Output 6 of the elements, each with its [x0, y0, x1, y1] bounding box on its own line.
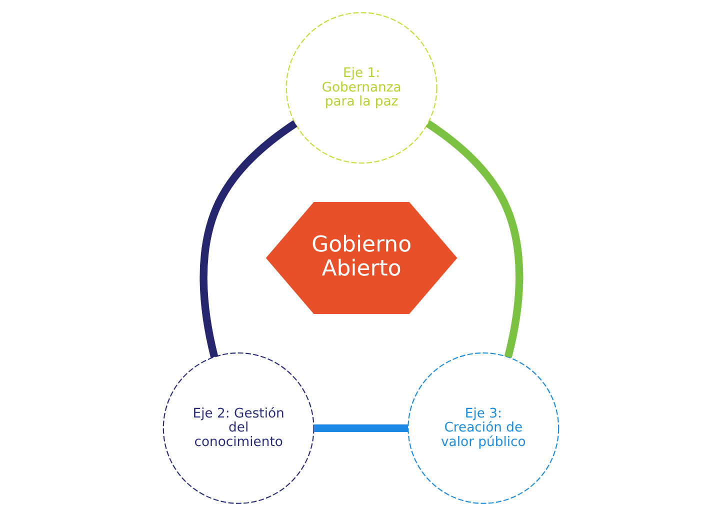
connector — [425, 120, 523, 358]
node-circle: Eje 2: Gestión del conocimiento — [162, 352, 314, 504]
connector — [314, 424, 408, 432]
node-circle: Eje 1: Gobernanza para la paz — [285, 12, 437, 164]
connector — [199, 120, 297, 358]
node-circle: Eje 3: Creación de valor público — [407, 352, 559, 504]
